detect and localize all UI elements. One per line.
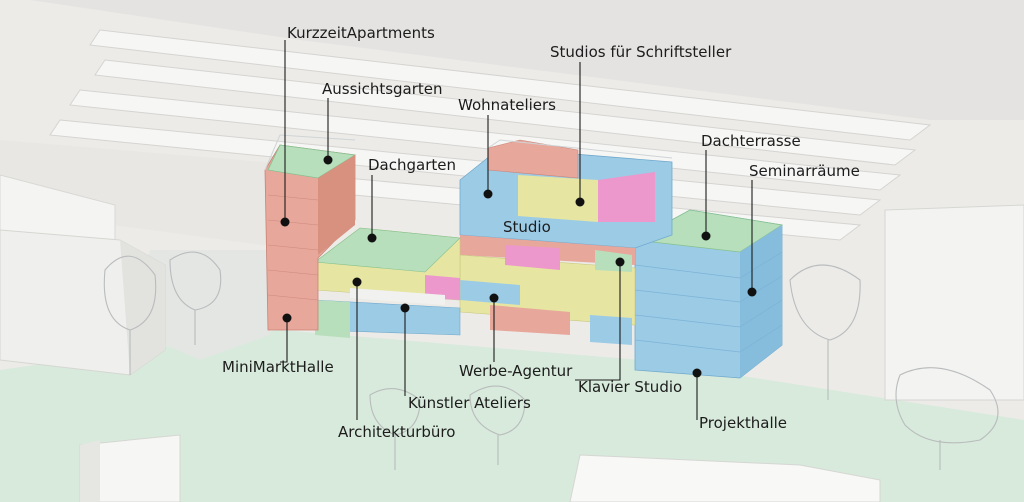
label-studios-schriftsteller: Studios für Schriftsteller: [550, 43, 732, 61]
label-aussichtsgarten: Aussichtsgarten: [322, 80, 443, 98]
building-model: [264, 134, 784, 379]
marker-dots: [280, 155, 757, 378]
label-dachgarten: Dachgarten: [368, 156, 456, 174]
label-dachterrasse: Dachterrasse: [701, 132, 801, 150]
label-werbe-agentur: Werbe-Agentur: [459, 362, 573, 380]
label-architekturbuero: Architekturbüro: [338, 423, 455, 441]
green-lawn: [0, 330, 1024, 502]
label-klavier-studio: Klavier Studio: [578, 378, 682, 396]
label-projekthalle: Projekthalle: [699, 414, 787, 432]
label-wohnateliers: Wohnateliers: [458, 96, 556, 114]
context-buildings: [0, 174, 1024, 502]
label-kurzzeitapartments: KurzzeitApartments: [287, 24, 435, 42]
stadium-terraces: [0, 0, 1024, 250]
leader-lines: [280, 40, 753, 420]
label-kuenstler-ateliers: Künstler Ateliers: [408, 394, 531, 412]
label-minimarkthalle: MiniMarktHalle: [222, 358, 334, 376]
trees: [103, 251, 999, 470]
label-seminarraeume: Seminarräume: [749, 162, 860, 180]
label-studio: Studio: [503, 218, 551, 236]
